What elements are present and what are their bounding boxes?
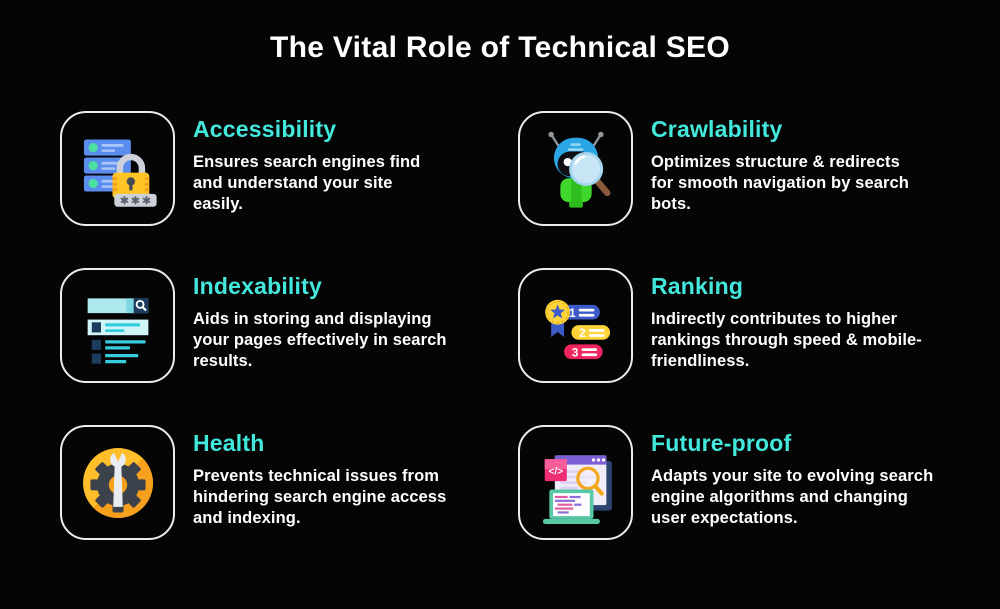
card-heading: Future-proof (651, 430, 792, 456)
code-window-magnifier-icon: </> (542, 454, 612, 524)
card-text: Accessibility Ensures search engines fin… (193, 111, 420, 226)
card-body: Prevents technical issues from hindering… (193, 467, 447, 527)
icon-box (518, 111, 633, 226)
card-text: Future-proof Adapts your site to evolvin… (651, 425, 933, 540)
card-body: Optimizes structure & redirects for smoo… (651, 153, 909, 213)
card-heading: Accessibility (193, 116, 337, 142)
card-text: Indexability Aids in storing and display… (193, 268, 447, 383)
page-title: The Vital Role of Technical SEO (270, 31, 730, 64)
card-text: Health Prevents technical issues from hi… (193, 425, 446, 540)
ranking-badges-icon: 1 2 3 (544, 299, 610, 359)
card-crawlability: Crawlability Optimizes structure & redir… (518, 111, 1000, 226)
svg-text:2: 2 (579, 326, 586, 340)
card-heading: Indexability (193, 273, 322, 299)
card-accessibility: Accessibility Ensures search engines fin… (60, 111, 518, 226)
card-text: Ranking Indirectly contributes to higher… (651, 268, 922, 383)
card-future-proof: </> Future-proof Adapts your site to evo… (518, 425, 1000, 540)
icon-box (60, 425, 175, 540)
icon-box (60, 268, 175, 383)
svg-text:1: 1 (568, 305, 575, 319)
icon-box: </> (518, 425, 633, 540)
card-body: Ensures search engines find and understa… (193, 153, 421, 213)
icon-box: 1 2 3 (518, 268, 633, 383)
icon-box (60, 111, 175, 226)
card-body: Aids in storing and displaying your page… (193, 310, 447, 370)
card-heading: Health (193, 430, 265, 456)
card-heading: Ranking (651, 273, 744, 299)
card-heading: Crawlability (651, 116, 783, 142)
gear-wrench-icon (82, 447, 153, 518)
card-body: Adapts your site to evolving search engi… (651, 467, 934, 527)
robot-magnifier-icon (547, 131, 610, 208)
card-indexability: Indexability Aids in storing and display… (60, 268, 518, 383)
card-body: Indirectly contributes to higher ranking… (651, 310, 922, 370)
card-text: Crawlability Optimizes structure & redir… (651, 111, 909, 226)
cards-grid: Accessibility Ensures search engines fin… (0, 65, 1000, 540)
svg-text:3: 3 (571, 345, 578, 359)
search-results-icon (87, 297, 148, 364)
server-lock-icon (83, 139, 157, 207)
svg-text:</>: </> (548, 466, 563, 477)
card-ranking: 1 2 3 Ranking Indirectly contributes to … (518, 268, 1000, 383)
card-health: Health Prevents technical issues from hi… (60, 425, 518, 540)
